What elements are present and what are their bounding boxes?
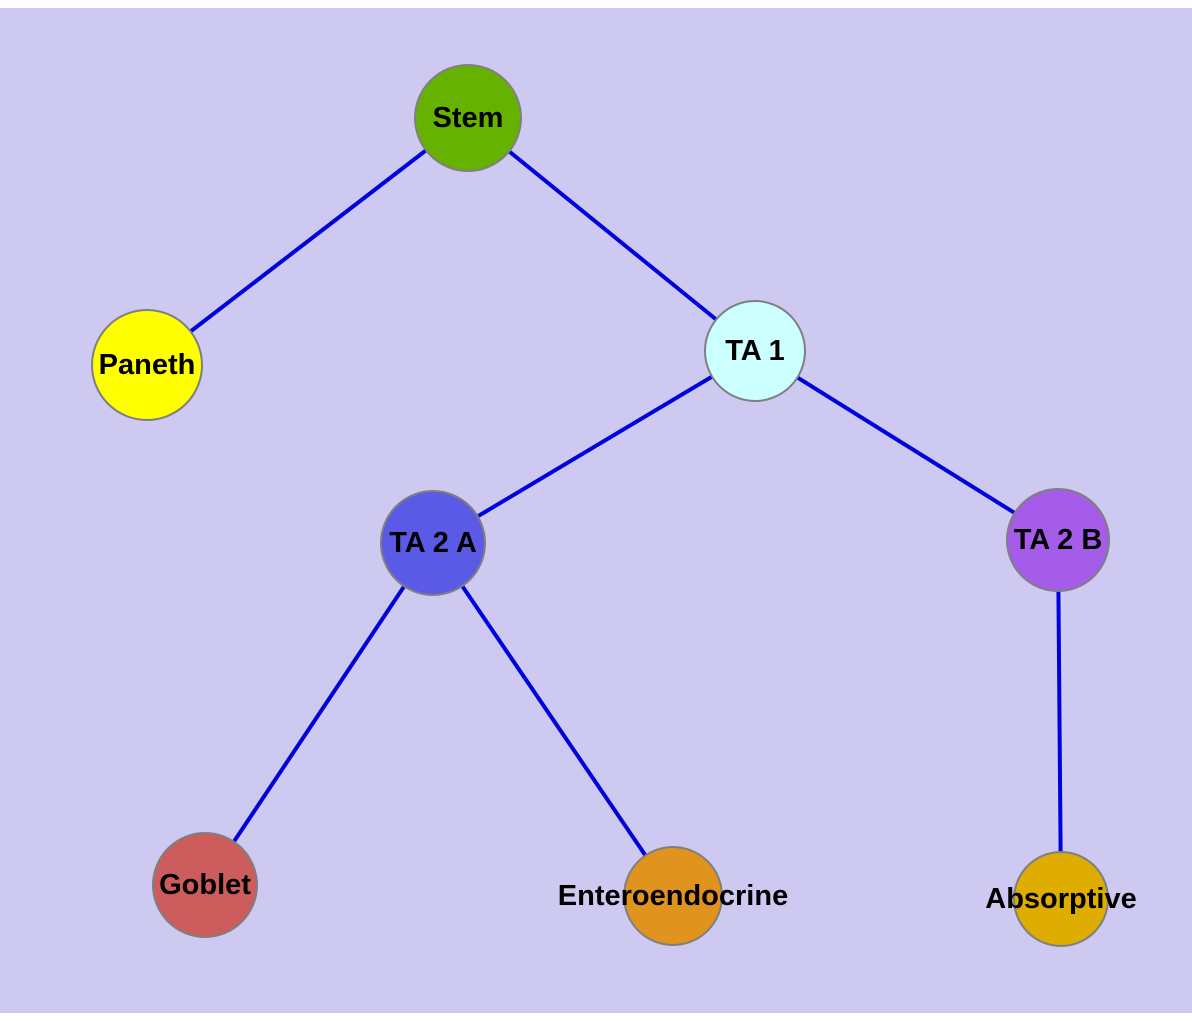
node-enteroendocrine: Enteroendocrine — [558, 846, 788, 946]
node-ta1-label: TA 1 — [725, 334, 785, 367]
node-ta2b-label: TA 2 B — [1013, 523, 1103, 556]
node-stem: Stem — [414, 64, 522, 172]
node-absorptive: Absorptive — [985, 851, 1137, 947]
node-paneth: Paneth — [91, 309, 203, 421]
node-ta2a: TA 2 A — [380, 490, 486, 596]
node-enteroendocrine-label: Enteroendocrine — [557, 879, 789, 912]
node-paneth-label: Paneth — [98, 348, 196, 381]
node-stem-label: Stem — [432, 101, 504, 134]
node-ta2b: TA 2 B — [1006, 488, 1110, 592]
node-absorptive-label: Absorptive — [985, 882, 1137, 915]
node-ta2a-label: TA 2 A — [389, 526, 477, 559]
node-goblet: Goblet — [152, 832, 258, 938]
node-goblet-label: Goblet — [159, 868, 251, 901]
node-ta1: TA 1 — [704, 300, 806, 402]
